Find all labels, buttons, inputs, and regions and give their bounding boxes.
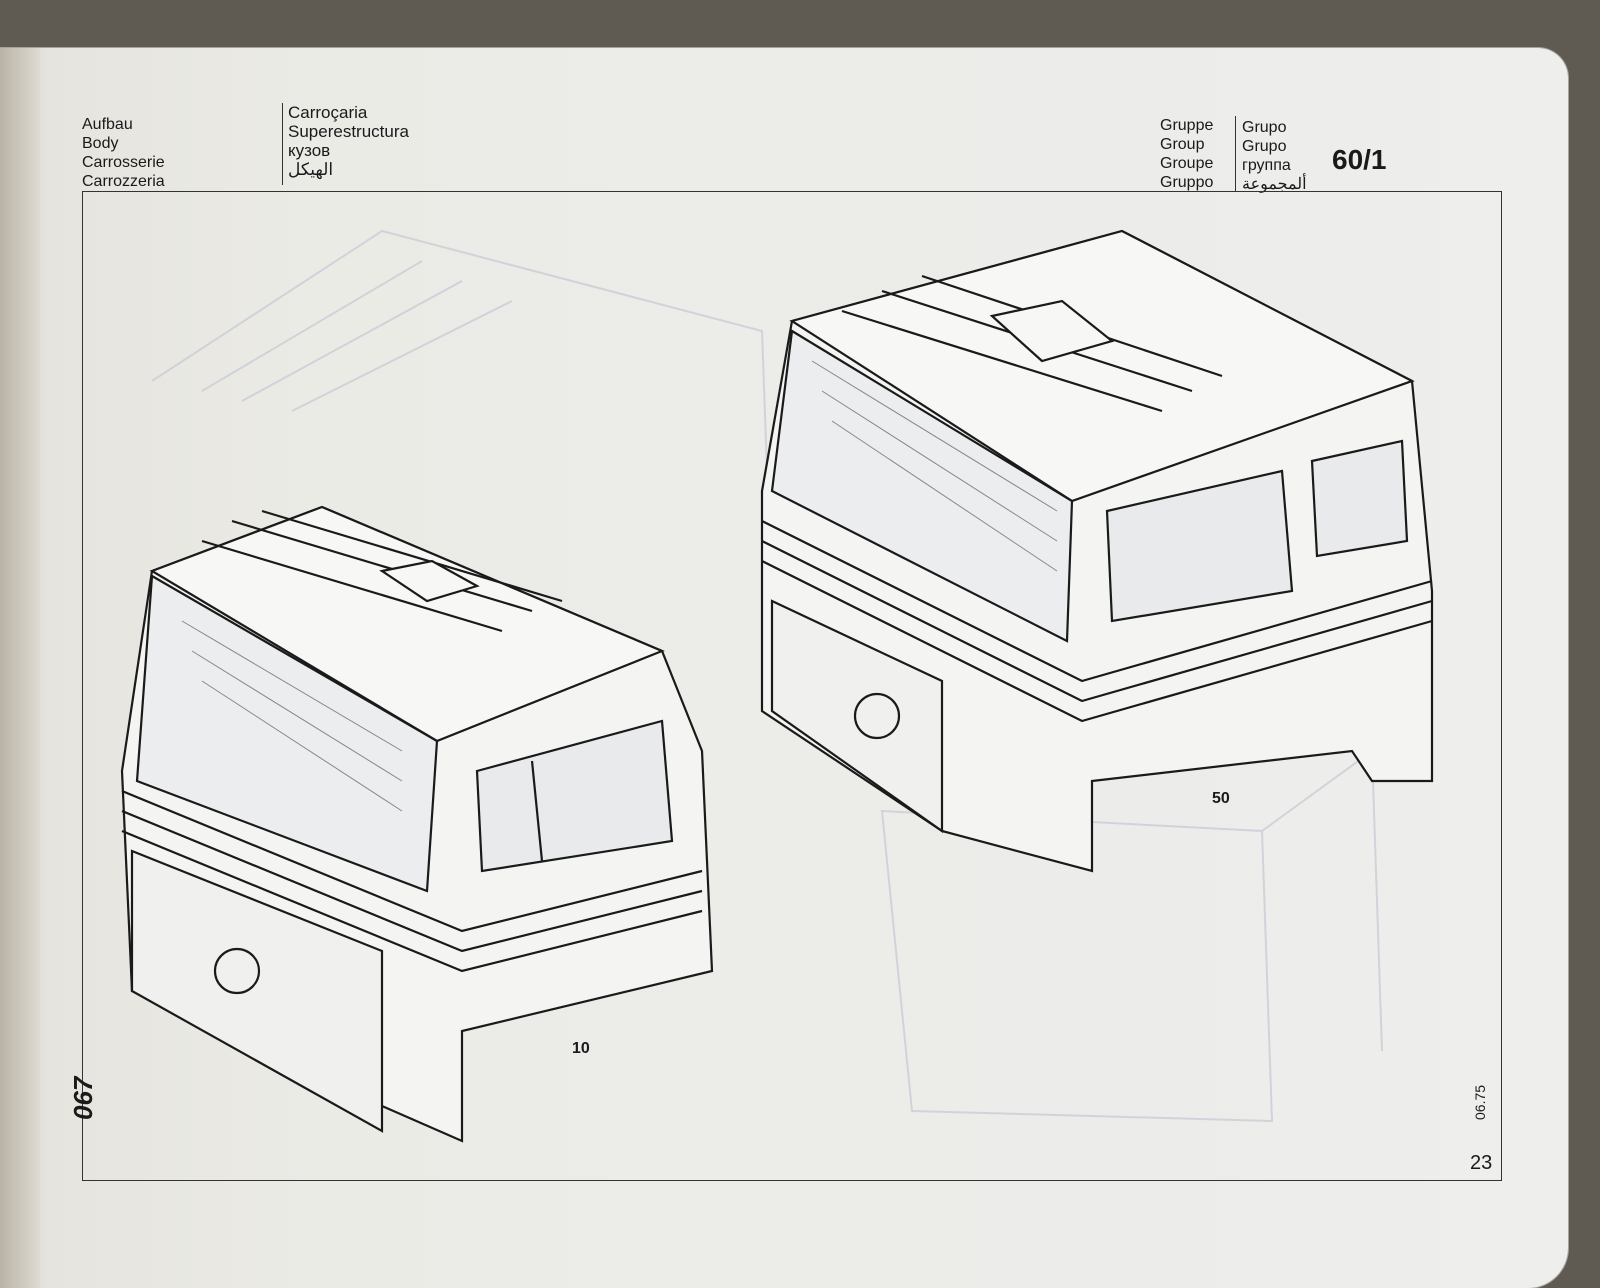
group-ar: ألمجموعة [1242, 176, 1307, 193]
book-spine [0, 48, 40, 1288]
header-divider [282, 103, 283, 185]
title-es: Superestructura [288, 122, 409, 141]
label-small-cab: 10 [572, 1040, 590, 1057]
title-de: Aufbau [82, 116, 133, 133]
truck-cab-illustration: 10 50 [120, 229, 1434, 1143]
side-code: 067 [68, 1076, 98, 1120]
group-it: Gruppo [1160, 174, 1214, 191]
group-es: Grupo [1242, 138, 1287, 155]
group-words-left: Gruppe Group Groupe Gruppo [1160, 116, 1213, 192]
title-pt: Carroçaria [288, 103, 368, 122]
label-large-cab: 50 [1212, 790, 1230, 807]
group-pt: Grupo [1242, 119, 1287, 136]
section-title-left: Aufbau Body Carrosserie Carrozzeria [82, 115, 165, 191]
group-number: 60/1 [1332, 144, 1387, 175]
group-de: Gruppe [1160, 117, 1214, 134]
title-fr: Carrosserie [82, 154, 165, 171]
edition-date: 06.75 [1472, 1084, 1488, 1120]
title-ru: кузов [288, 141, 331, 160]
group-fr: Groupe [1160, 155, 1214, 172]
title-it: Carrozzeria [82, 173, 165, 190]
group-en: Group [1160, 136, 1205, 153]
title-en: Body [82, 135, 119, 152]
large-truck-cab [760, 229, 1434, 873]
illustration-frame [82, 191, 1502, 1181]
small-truck-cab [120, 505, 714, 1143]
group-words-right: Grupo Grupo группа ألمجموعة [1242, 118, 1307, 194]
group-ru: группа [1242, 157, 1291, 174]
title-ar: الهيكل [288, 160, 334, 179]
group-divider [1235, 116, 1236, 192]
page-number: 23 [1470, 1152, 1493, 1174]
section-title-middle: Carroçaria Superestructura кузов الهيكل [288, 103, 409, 179]
